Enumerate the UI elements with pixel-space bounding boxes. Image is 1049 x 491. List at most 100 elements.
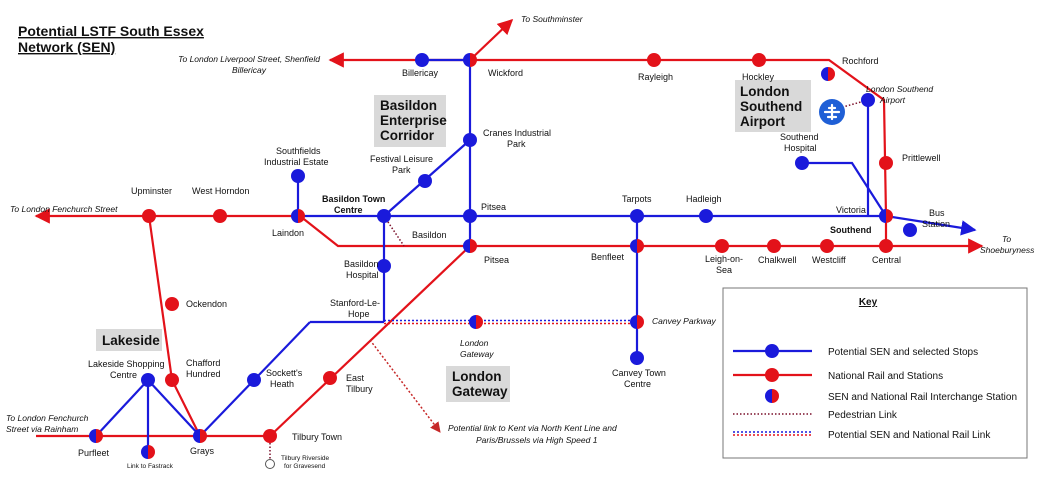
dest-liverpool-1: To London Liverpool Street, Shenfield	[178, 54, 320, 64]
stop-billericay	[415, 53, 429, 67]
label-benfleet: Benfleet	[591, 252, 625, 262]
dest-kent-1: Potential link to Kent via North Kent Li…	[448, 423, 617, 433]
dest-shoeburyness-1: To	[1002, 234, 1011, 244]
label-bus-station-2: Station	[922, 219, 950, 229]
label-leigh-2: Sea	[716, 265, 732, 275]
label-tilbury-town: Tilbury Town	[292, 432, 342, 442]
key-title: Key	[859, 297, 878, 308]
label-upminster: Upminster	[131, 186, 172, 196]
dest-shoeburyness-2: Shoeburyness	[980, 245, 1035, 255]
label-grays: Grays	[190, 446, 215, 456]
combined-link	[384, 319, 637, 325]
label-basildon-hospital-1: Basildon	[344, 259, 379, 269]
map-title: Potential LSTF South Essex Network (SEN)	[18, 23, 204, 55]
key-interchange-label: SEN and National Rail Interchange Statio…	[828, 392, 1017, 403]
stop-basildon-hospital	[377, 259, 391, 273]
rail-upminster-ockendon	[147, 215, 174, 381]
station-tilbury-town	[263, 429, 277, 443]
stop-basildon-town	[377, 209, 391, 223]
lakeside-label: Lakeside	[102, 333, 160, 348]
label-cranes-1: Cranes Industrial	[483, 128, 551, 138]
corridor-area-box	[374, 95, 446, 147]
key-rail-label: National Rail and Stations	[828, 371, 943, 382]
label-stanford-1: Stanford-Le-	[330, 298, 380, 308]
label-victoria: Victoria	[836, 205, 866, 215]
gateway-label-2: Gateway	[452, 384, 508, 399]
station-east-tilbury	[323, 371, 337, 385]
stop-hadleigh	[699, 209, 713, 223]
label-airport-station-1: London Southend	[866, 84, 933, 94]
label-southend: Southend	[830, 225, 872, 235]
corridor-label-3: Corridor	[380, 128, 435, 143]
label-canvey-town-2: Centre	[624, 379, 651, 389]
label-tilbury-riverside-2: for Gravesend	[284, 463, 326, 470]
interchange-wickford	[463, 53, 477, 67]
airport-label-2: Southend	[740, 99, 802, 114]
interchange-grays	[193, 429, 207, 443]
label-southfields-1: Southfields	[276, 146, 321, 156]
key-item-rail: National Rail and Stations	[733, 368, 943, 382]
airport-area-box	[735, 80, 811, 132]
label-purfleet: Purfleet	[78, 448, 110, 458]
label-airport-station-2: Airport	[879, 95, 906, 105]
stop-southfields	[291, 169, 305, 183]
station-chafford	[165, 373, 179, 387]
label-east-tilbury-2: Tilbury	[346, 384, 373, 394]
label-pitsea-rail: Pitsea	[484, 255, 509, 265]
key-combined-label: Potential SEN and National Rail Link	[828, 430, 991, 441]
label-bus-station-1: Bus	[929, 208, 945, 218]
label-socketts-1: Sockett's	[266, 368, 303, 378]
dest-rainham-2: Street via Rainham	[6, 424, 78, 434]
label-west-horndon: West Horndon	[192, 186, 249, 196]
rail-southend-victoria-line	[470, 58, 888, 245]
station-rayleigh	[647, 53, 661, 67]
label-basildon-town-2: Centre	[334, 205, 363, 215]
ped-airport	[831, 99, 869, 111]
label-rochford: Rochford	[842, 56, 879, 66]
label-east-tilbury-1: East	[346, 373, 365, 383]
airplane-icon	[819, 99, 845, 125]
rail-c2c-main-line	[299, 215, 886, 248]
station-westcliff	[820, 239, 834, 253]
key-sen-stop	[765, 344, 779, 358]
label-chalkwell: Chalkwell	[758, 255, 797, 265]
interchange-pitsea	[463, 239, 477, 253]
area-labels: Basildon Enterprise Corridor London Sout…	[96, 80, 811, 402]
kent-link	[369, 339, 441, 433]
label-billericay: Billericay	[402, 68, 439, 78]
label-hockley: Hockley	[742, 72, 775, 82]
airport-label-1: London	[740, 84, 789, 99]
station-hockley	[752, 53, 766, 67]
rail-ockendon-grays	[171, 379, 201, 437]
station-prittlewell	[879, 156, 893, 170]
interchange-fastrack	[141, 445, 155, 459]
station-west-horndon	[213, 209, 227, 223]
label-basildon: Basildon	[412, 230, 447, 240]
interchange-benfleet	[630, 239, 644, 253]
stop-cranes	[463, 133, 477, 147]
label-rayleigh: Rayleigh	[638, 72, 673, 82]
corridor-label-2: Enterprise	[380, 113, 447, 128]
station-chalkwell	[767, 239, 781, 253]
key-item-combined: Potential SEN and National Rail Link	[733, 430, 991, 441]
label-prittlewell: Prittlewell	[902, 153, 941, 163]
key-item-pedestrian: Pedestrian Link	[733, 410, 898, 421]
gateway-area-box	[446, 366, 510, 402]
key-item-interchange: SEN and National Rail Interchange Statio…	[765, 389, 1017, 403]
stop-airport	[861, 93, 875, 107]
label-tarpots: Tarpots	[622, 194, 652, 204]
interchange-victoria	[879, 209, 893, 223]
label-southend-hospital-2: Hospital	[784, 143, 817, 153]
sen-lakeside-purfleet	[95, 379, 149, 437]
label-london-gateway-station-2: Gateway	[460, 349, 494, 359]
label-canvey-parkway: Canvey Parkway	[652, 316, 717, 326]
label-pitsea-sen: Pitsea	[481, 202, 506, 212]
dest-southminster: To Southminster	[521, 14, 584, 24]
label-stanford-2: Hope	[348, 309, 370, 319]
label-cranes-2: Park	[507, 139, 526, 149]
station-upminster	[142, 209, 156, 223]
label-chafford-2: Hundred	[186, 369, 221, 379]
stop-tarpots	[630, 209, 644, 223]
sen-stops	[141, 53, 917, 387]
sen-lakeside-grays	[147, 379, 201, 437]
